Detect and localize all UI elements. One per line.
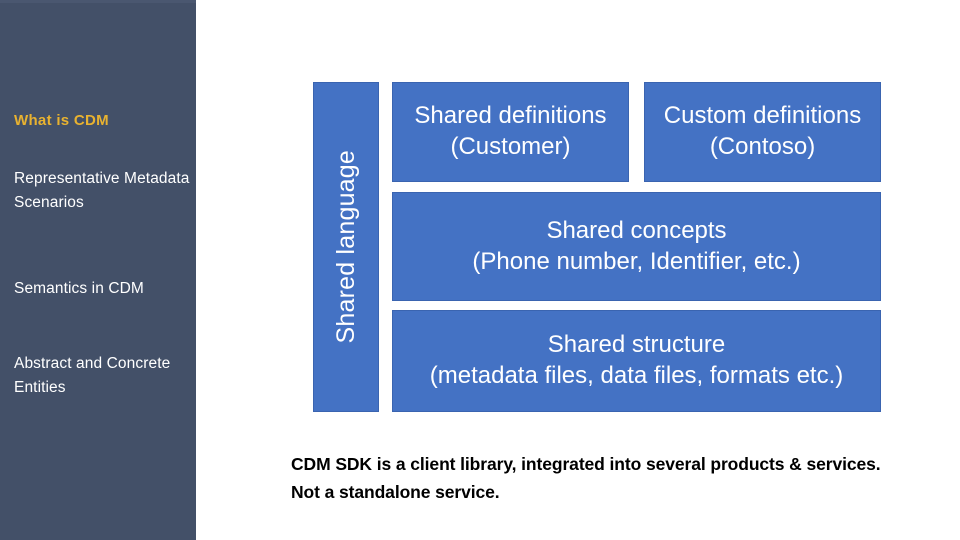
sidebar-panel: What is CDM Representative Metadata Scen… (0, 0, 196, 540)
caption-line-2: Not a standalone service. (291, 482, 500, 502)
shared-concepts-line2: (Phone number, Identifier, etc.) (472, 247, 801, 275)
sidebar-item-what-is-cdm[interactable]: What is CDM (14, 112, 109, 129)
shared-structure-line2: (metadata files, data files, formats etc… (429, 362, 844, 389)
shared-concepts-line1: Shared concepts (546, 216, 727, 244)
caption-text: CDM SDK is a client library, integrated … (291, 450, 941, 506)
custom-definitions-line1: Custom definitions (663, 102, 862, 130)
diagram-block-custom-definitions: Custom definitions (Contoso) (644, 82, 881, 182)
caption-line-1: CDM SDK is a client library, integrated … (291, 454, 881, 474)
custom-definitions-line2: (Contoso) (709, 133, 816, 160)
shared-structure-line1: Shared structure (547, 331, 726, 359)
shared-structure-text: Shared structure (metadata files, data f… (430, 330, 844, 391)
diagram-block-shared-structure: Shared structure (metadata files, data f… (392, 310, 881, 412)
shared-language-label: Shared language (332, 150, 360, 344)
diagram-block-shared-definitions: Shared definitions (Customer) (392, 82, 629, 182)
sidebar-item-representative-metadata-scenarios[interactable]: Representative Metadata Scenarios (14, 170, 190, 211)
shared-definitions-line2: (Customer) (450, 133, 571, 160)
shared-concepts-text: Shared concepts (Phone number, Identifie… (472, 216, 800, 277)
shared-definitions-line1: Shared definitions (414, 102, 607, 130)
shared-definitions-text: Shared definitions (Customer) (414, 101, 606, 162)
sidebar-item-semantics-in-cdm[interactable]: Semantics in CDM (14, 280, 144, 297)
diagram-block-shared-concepts: Shared concepts (Phone number, Identifie… (392, 192, 881, 301)
sidebar-top-band (0, 0, 196, 3)
sidebar-item-abstract-and-concrete-entities[interactable]: Abstract and Concrete Entities (14, 355, 171, 396)
diagram-block-shared-language: Shared language (313, 82, 379, 412)
custom-definitions-text: Custom definitions (Contoso) (664, 101, 861, 162)
